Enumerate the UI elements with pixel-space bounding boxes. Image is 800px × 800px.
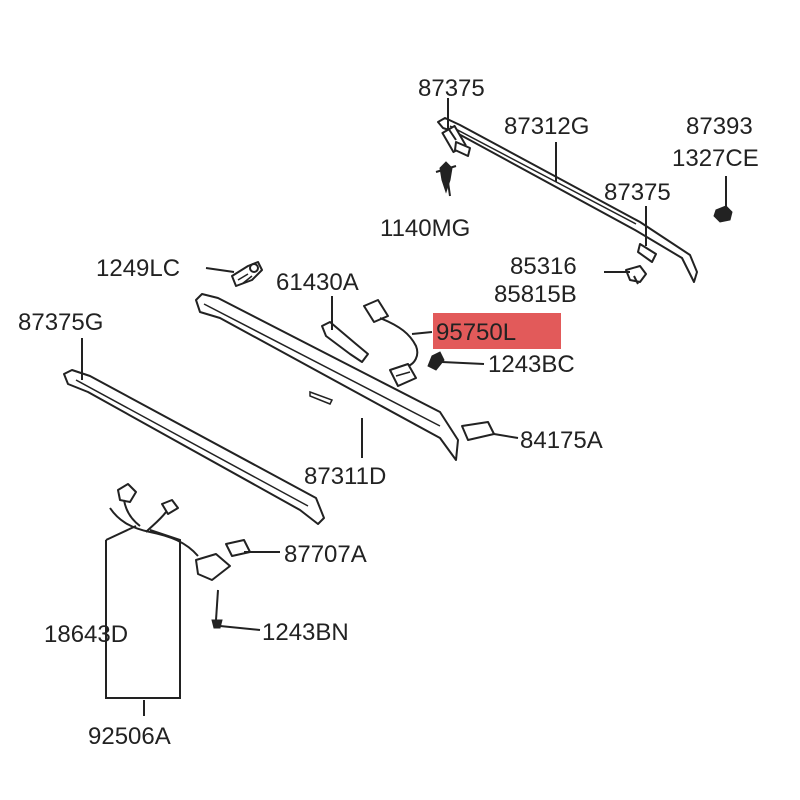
label-87707A: 87707A	[284, 541, 367, 568]
bolt-1243BC	[427, 351, 445, 371]
clip-87375-top	[454, 141, 471, 157]
label-87312G: 87312G	[504, 113, 589, 140]
label-85815B: 85815B	[494, 281, 577, 308]
clip-87375-mid	[637, 243, 657, 263]
trim-87375G	[63, 369, 325, 525]
screw-1140MG	[435, 161, 457, 194]
label-61430A: 61430A	[276, 269, 359, 296]
label-87375G: 87375G	[18, 309, 103, 336]
label-1243BC: 1243BC	[488, 351, 575, 378]
nut-1327CE	[713, 205, 733, 223]
leader-lines	[81, 98, 727, 716]
bracket-61430A	[321, 321, 369, 363]
pad-84175A	[461, 421, 495, 441]
label-95750L: 95750L	[436, 319, 516, 346]
label-87375-top: 87375	[418, 75, 485, 102]
label-1249LC: 1249LC	[96, 255, 180, 282]
label-92506A: 92506A	[88, 723, 171, 750]
label-85316: 85316	[510, 253, 577, 280]
fastener-1249LC	[231, 261, 263, 287]
label-1243BN: 1243BN	[262, 619, 349, 646]
camera-95750L	[363, 299, 419, 387]
highlight-95750L	[433, 313, 561, 349]
harness-92506A	[109, 483, 251, 581]
label-18643D: 18643D	[44, 621, 128, 648]
label-87375-mid: 87375	[604, 179, 671, 206]
label-87393: 87393	[686, 113, 753, 140]
garnish-87311D	[195, 293, 459, 461]
label-1140MG: 1140MG	[380, 215, 470, 242]
bolt-1243BN	[211, 589, 223, 629]
clip-85316	[625, 265, 647, 285]
label-84175A: 84175A	[520, 427, 603, 454]
label-1327CE: 1327CE	[672, 145, 759, 172]
part-labels: 87375 87312G 87393 1327CE 87375 1140MG 8…	[18, 75, 759, 750]
label-87311D: 87311D	[304, 463, 386, 490]
